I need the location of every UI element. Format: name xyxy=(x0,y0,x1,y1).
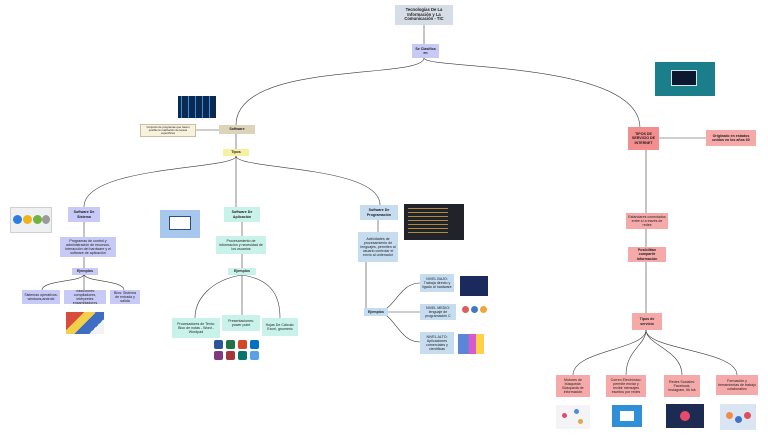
social-badge-icon xyxy=(680,411,690,421)
aplicacion-ex2-node[interactable]: Presentaciones: power point xyxy=(222,315,260,331)
aplicacion-ex3-node[interactable]: Hojas De Cálculo: Excel, gnumeric xyxy=(262,318,298,336)
android-logo-icon xyxy=(33,215,42,224)
programacion-ejemplos-node[interactable]: Ejemplos xyxy=(364,308,388,316)
onedrive-icon xyxy=(250,351,259,360)
internet-ex1-node[interactable]: Motores de búsqueda: Búsqueda de informa… xyxy=(556,375,590,397)
internet-origin-node[interactable]: Originado en estados unidos en los años … xyxy=(706,130,756,146)
teamwork-image xyxy=(720,404,756,430)
network-image xyxy=(460,276,488,296)
social-network-image xyxy=(666,404,704,428)
sistema-ejemplos-node[interactable]: Ejemplos xyxy=(72,268,98,275)
programacion-ex1-node[interactable]: NIVEL BAJO: Trabaja directo y ligado al … xyxy=(420,274,454,292)
c-language-icon xyxy=(462,306,469,313)
office-apps-image xyxy=(214,340,260,360)
monitor-screen xyxy=(169,216,191,230)
aplicacion-ejemplos-node[interactable]: Ejemplos xyxy=(228,268,256,275)
internet-share-node[interactable]: Posibilitan compartir información xyxy=(628,247,666,262)
internet-desc-node[interactable]: Estándares conectados entre sí a través … xyxy=(626,213,668,229)
root-link-node[interactable]: Se Clasifica en xyxy=(412,44,439,58)
linux-logo-icon xyxy=(23,215,32,224)
software-tipos-node[interactable]: Tipos xyxy=(223,149,249,156)
word-icon xyxy=(214,340,223,349)
laptop-screen xyxy=(671,70,697,86)
aplicacion-node[interactable]: Software De Aplicación xyxy=(224,207,260,222)
onenote-icon xyxy=(214,351,223,360)
node-dot-3 xyxy=(578,419,583,424)
aplicacion-desc-node[interactable]: Procesamiento de información y necesidad… xyxy=(216,236,266,254)
laptop-network-image xyxy=(655,62,715,96)
server-rack-image xyxy=(178,96,216,118)
sistema-ex1-node[interactable]: Sistemas operativos: windows,android xyxy=(22,290,60,304)
software-caption-node[interactable]: Conjunto de programas que hacen posible … xyxy=(140,124,196,137)
aplicacion-ex1-node[interactable]: Procesadores de Texto: Bloc de notas - W… xyxy=(172,318,220,338)
root-title-node[interactable]: Tecnologías De La Información y La Comun… xyxy=(395,5,453,25)
code-editor-image xyxy=(404,204,464,240)
sistema-ex3-node[interactable]: Bios: Sistema de entrada y salida xyxy=(110,290,140,304)
java-icon xyxy=(480,306,487,313)
powerpoint-icon xyxy=(238,340,247,349)
mobile-screen-image xyxy=(458,334,484,354)
sistema-node[interactable]: Software De Sistema xyxy=(68,207,100,222)
sistema-desc-node[interactable]: Programas de control y administración de… xyxy=(60,237,116,257)
language-icons-image xyxy=(462,306,488,324)
team-dot-2 xyxy=(735,416,742,423)
programacion-ex2-node[interactable]: NIVEL MEDIO: lenguaje de programación C xyxy=(420,304,456,320)
programacion-ex3-node[interactable]: NIVEL ALTO: Aplicaciones comerciales y c… xyxy=(420,332,454,354)
internet-ex2-node[interactable]: Correo Electrónico: permite enviar y rec… xyxy=(606,375,646,397)
search-network-image xyxy=(556,405,590,429)
python-icon xyxy=(471,306,478,313)
internet-node[interactable]: TIPOS DE SERVICIO DE INTERNET xyxy=(628,127,659,150)
email-image xyxy=(612,405,642,427)
publisher-icon xyxy=(238,351,247,360)
excel-icon xyxy=(226,340,235,349)
internet-ex4-node[interactable]: Formación y herramientas de trabajo cola… xyxy=(716,375,758,395)
monitor-illustration-image xyxy=(160,210,200,238)
windows-logo-icon xyxy=(13,215,22,224)
team-dot-3 xyxy=(744,412,751,419)
sistema-ex2-node[interactable]: Traductores: compiladores, intérpretes e… xyxy=(64,290,106,304)
node-dot-1 xyxy=(562,413,567,418)
programacion-desc-node[interactable]: Actividades de procesamiento de lenguaje… xyxy=(358,232,398,262)
internet-tipos-node[interactable]: Tipos de servicio xyxy=(632,313,662,330)
outlook-icon xyxy=(250,340,259,349)
programacion-node[interactable]: Software De Programación xyxy=(360,205,398,220)
envelope-icon xyxy=(620,411,634,421)
access-icon xyxy=(226,351,235,360)
team-dot-1 xyxy=(726,412,733,419)
internet-ex3-node[interactable]: Redes Sociales: Facebook, Instagram, tik… xyxy=(664,375,700,397)
software-node[interactable]: Software xyxy=(219,125,255,134)
code-lines xyxy=(408,208,448,236)
apple-logo-icon xyxy=(42,215,50,224)
node-dot-2 xyxy=(574,409,579,414)
books-flags-image xyxy=(66,312,104,334)
